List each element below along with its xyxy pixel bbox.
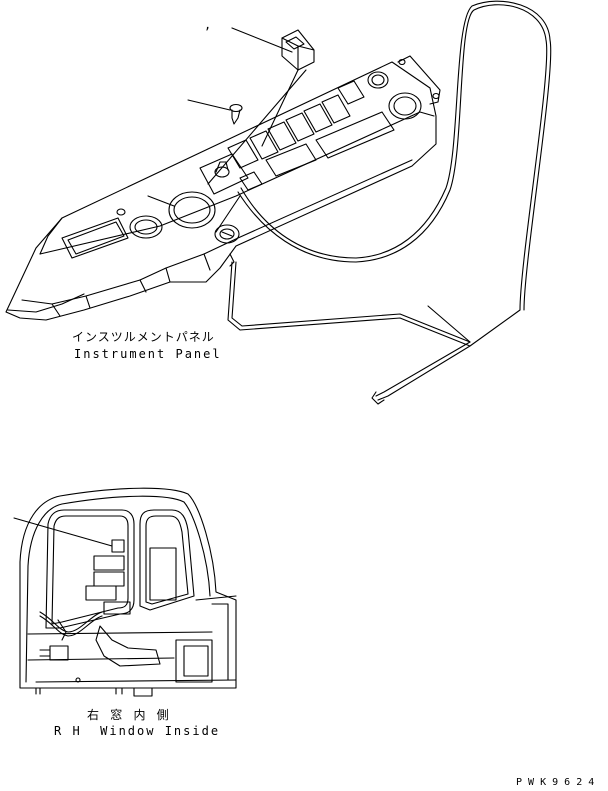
wiring-harness-panel [237,4,548,311]
instrument-panel-caption-en: Instrument Panel [74,347,222,361]
screw-part [229,103,243,125]
drawing-code: P W K 9 6 2 4 [516,777,595,788]
rh-window-caption-jp: 右 窓 内 側 [87,708,171,722]
instrument-panel-caption-jp: インスツルメントパネル [72,330,215,344]
rh-window-drawing [19,487,237,697]
stray-mark: , [204,18,214,32]
connector-part [281,29,315,71]
rh-window-caption-en: R H Window Inside [54,724,221,738]
wiring-harness-long [227,261,521,347]
instrument-panel-drawing [5,55,441,321]
